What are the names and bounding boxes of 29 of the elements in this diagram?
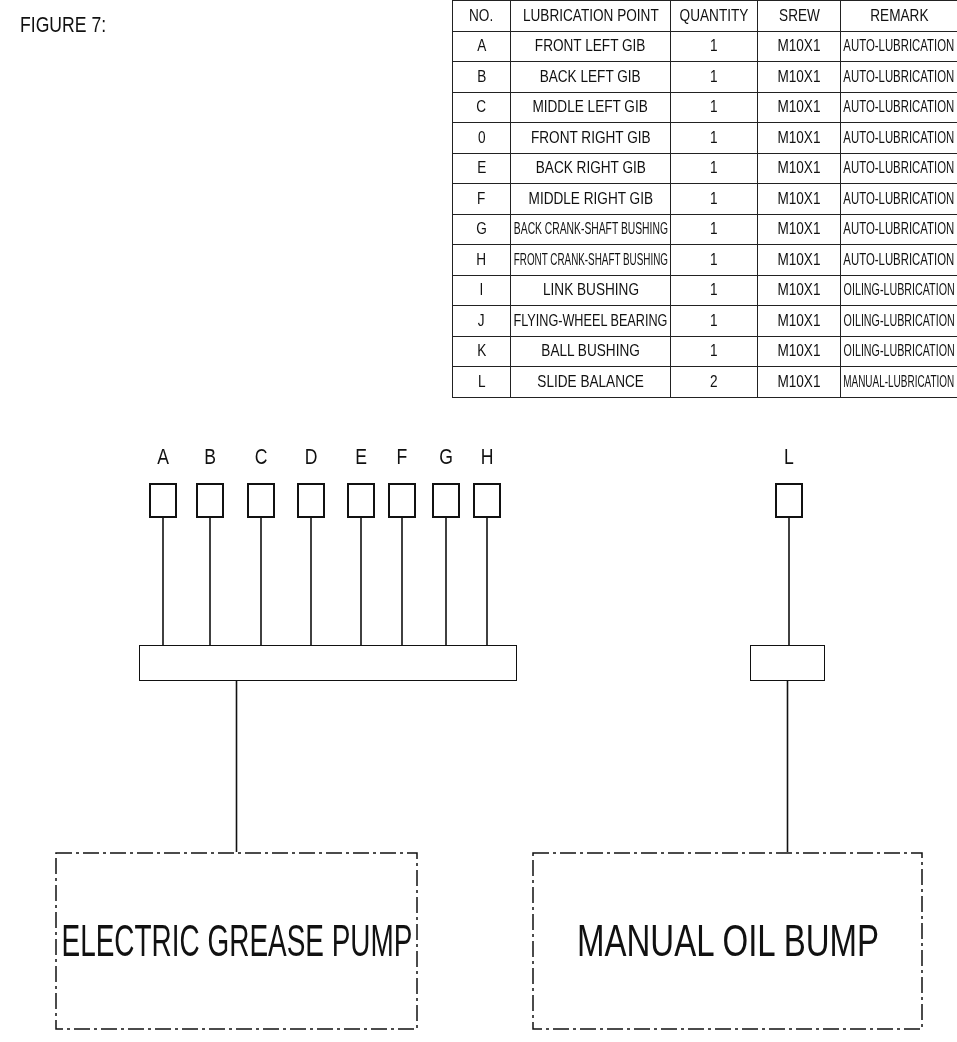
table-header-cell: NO. (452, 0, 511, 32)
pump-label: MANUAL OIL BUMP (576, 916, 879, 966)
point-letter: L (784, 444, 794, 470)
pipe-line (162, 517, 164, 646)
point-letter: B (204, 444, 216, 470)
point-letter: A (157, 444, 169, 470)
pipe-line (310, 517, 312, 646)
figure-title: FIGURE 7: (20, 12, 107, 38)
pipe-line (788, 517, 790, 646)
point-letter: G (439, 444, 453, 470)
pipe-line (260, 517, 262, 646)
distribution-block (750, 645, 825, 681)
pipe-line (401, 517, 403, 646)
pipe-line (235, 680, 238, 853)
pipe-line (786, 680, 789, 853)
distribution-block (139, 645, 517, 681)
pipe-line (360, 517, 362, 646)
pipe-line (486, 517, 488, 646)
pipe-line (209, 517, 211, 646)
point-letter: F (396, 444, 408, 470)
pump-label: ELECTRIC GREASE PUMP (61, 916, 412, 966)
pump-box (55, 852, 418, 1030)
point-letter: E (355, 444, 367, 470)
point-letter: C (254, 444, 268, 470)
point-letter: D (304, 444, 318, 470)
table-cell: L (452, 366, 511, 398)
pipe-line (445, 517, 447, 646)
pump-box (532, 852, 923, 1030)
point-letter: H (480, 444, 494, 470)
